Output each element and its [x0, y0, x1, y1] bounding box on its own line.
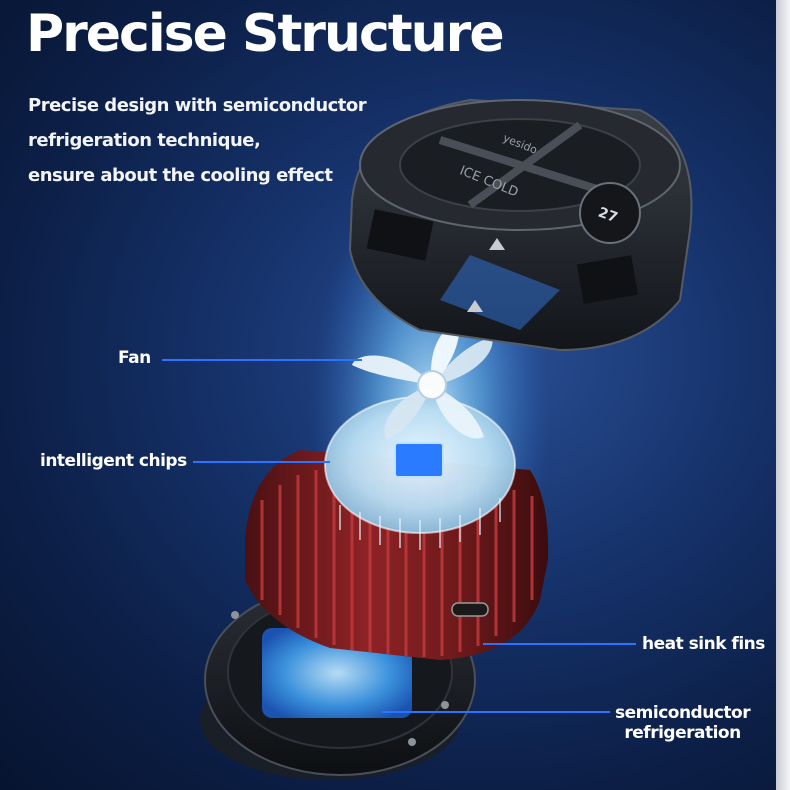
callout-fan: Fan: [118, 348, 151, 368]
svg-text:27: 27: [596, 205, 620, 227]
top-cap: 27 ICE COLD yesido: [348, 98, 693, 352]
display-dial: [579, 182, 641, 244]
callout-semiconductor-line2: refrigeration: [624, 723, 741, 743]
subtitle-line-3: ensure about the cooling effect: [28, 165, 333, 186]
fan: [352, 323, 493, 440]
subtitle-line-1: Precise design with semiconductor: [28, 95, 367, 116]
callout-heat-sink-fins: heat sink fins: [642, 634, 765, 654]
callout-lines: [162, 359, 636, 713]
page-subtitle: Precise design with semiconductor refrig…: [28, 88, 408, 193]
subtitle-line-2: refrigeration technique,: [28, 130, 261, 151]
usb-c-port: [451, 602, 489, 617]
page-title: Precise Structure: [26, 4, 505, 64]
callout-semiconductor-refrigeration: semiconductor refrigeration: [615, 703, 751, 743]
right-edge-strip: [776, 0, 790, 790]
chip: [394, 442, 444, 478]
callout-semiconductor-line1: semiconductor: [615, 703, 751, 723]
callout-intelligent-chips: intelligent chips: [40, 451, 187, 471]
